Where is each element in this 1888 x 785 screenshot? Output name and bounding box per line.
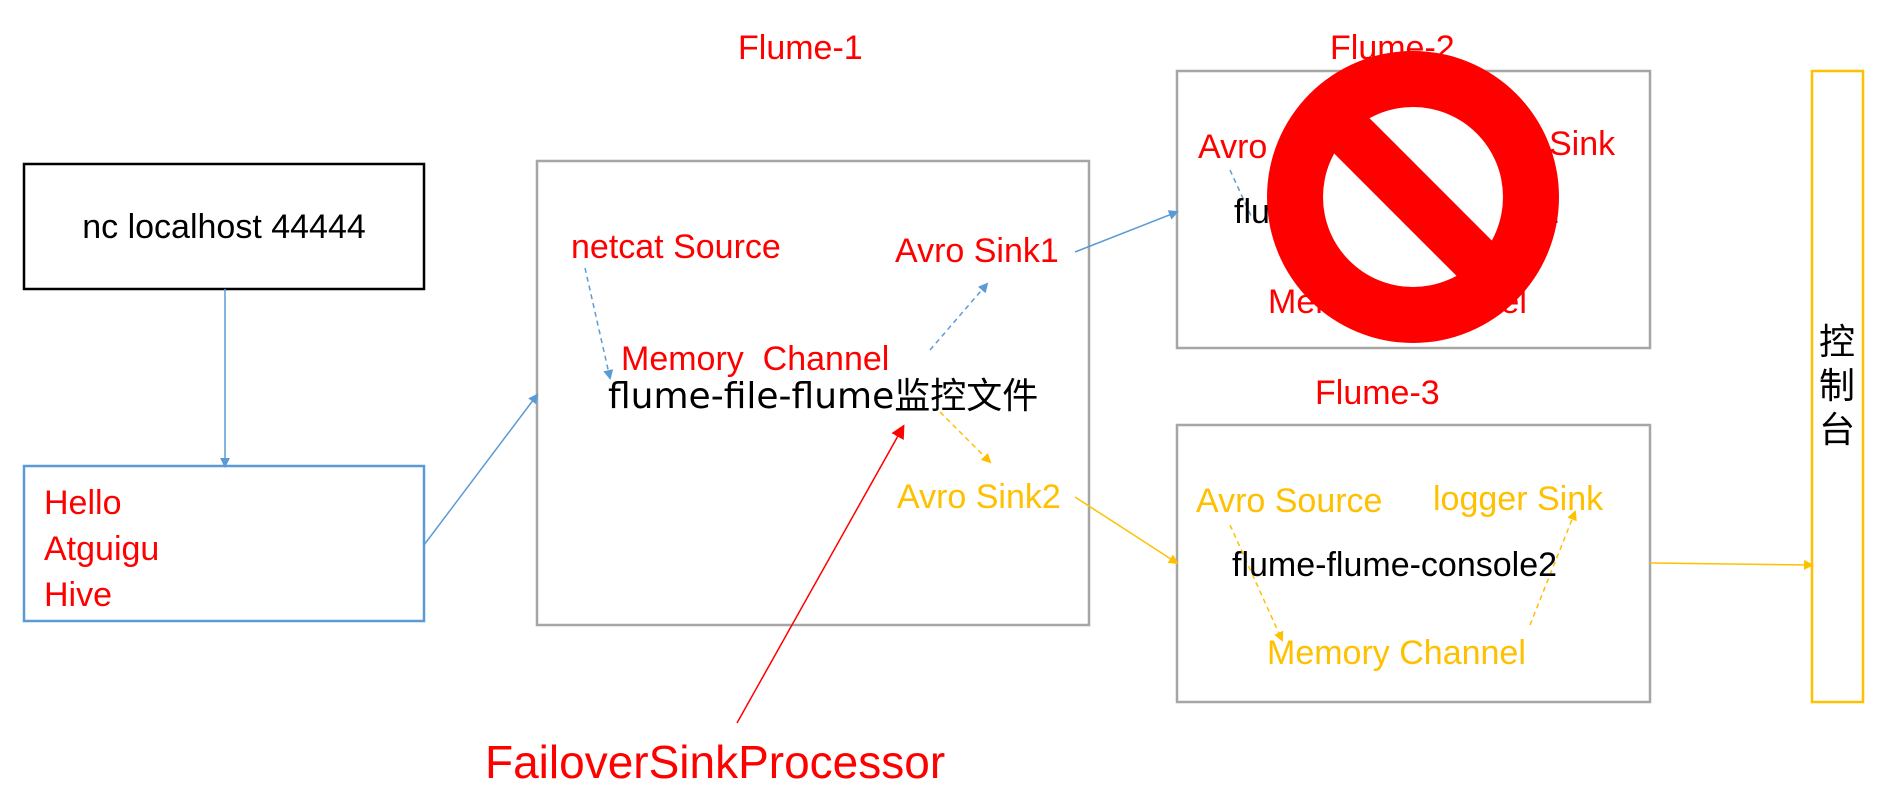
console-char-2: 制: [1819, 366, 1855, 407]
prohibited-icon: [1267, 51, 1559, 343]
flume1-sink2-label: Avro Sink2: [897, 478, 1061, 516]
arrow-channel-to-sink2: [939, 411, 992, 464]
arrow-flume3-to-console: [1649, 559, 1814, 570]
console-box: [1810, 69, 1865, 704]
nc-command-box: [22, 162, 426, 291]
flume1-agent-box: [535, 159, 1091, 627]
arrow-input-to-flume1: [423, 393, 539, 546]
arrow-flume3-source-to-channel: [1229, 524, 1284, 642]
input-line-1: Hello: [44, 484, 121, 522]
flume3-title: Flume-3: [1315, 374, 1440, 412]
nc-command-label: nc localhost 44444: [82, 208, 366, 246]
arrow-source-to-channel: [584, 267, 614, 380]
input-line-2: Atguigu: [44, 530, 159, 568]
flume3-source-label: Avro Source: [1196, 482, 1382, 520]
flume1-title: Flume-1: [738, 29, 863, 67]
flume3-config-label: flume-flume-console2: [1232, 546, 1557, 584]
flume1-channel-label: Memory Channel: [621, 340, 889, 378]
arrow-flume3-channel-to-sink: [1529, 510, 1577, 626]
arrow-channel-to-sink1: [929, 282, 989, 351]
input-line-3: Hive: [44, 576, 112, 614]
flume3-sink-label: logger Sink: [1433, 480, 1604, 518]
console-char-1: 控: [1819, 322, 1855, 363]
flume1-config-label: flume-file-flume监控文件: [608, 376, 1038, 417]
flume1-sink1-label: Avro Sink1: [895, 232, 1059, 270]
arrow-sink1-to-flume2: [1074, 210, 1179, 253]
flume1-source-label: netcat Source: [571, 228, 781, 266]
arrow-sink2-to-flume3: [1074, 496, 1179, 565]
console-char-3: 台: [1819, 410, 1855, 451]
failover-processor-label: FailoverSinkProcessor: [485, 736, 945, 785]
flume3-channel-label: Memory Channel: [1267, 634, 1526, 672]
arrow-processor-to-channel: [736, 424, 905, 724]
